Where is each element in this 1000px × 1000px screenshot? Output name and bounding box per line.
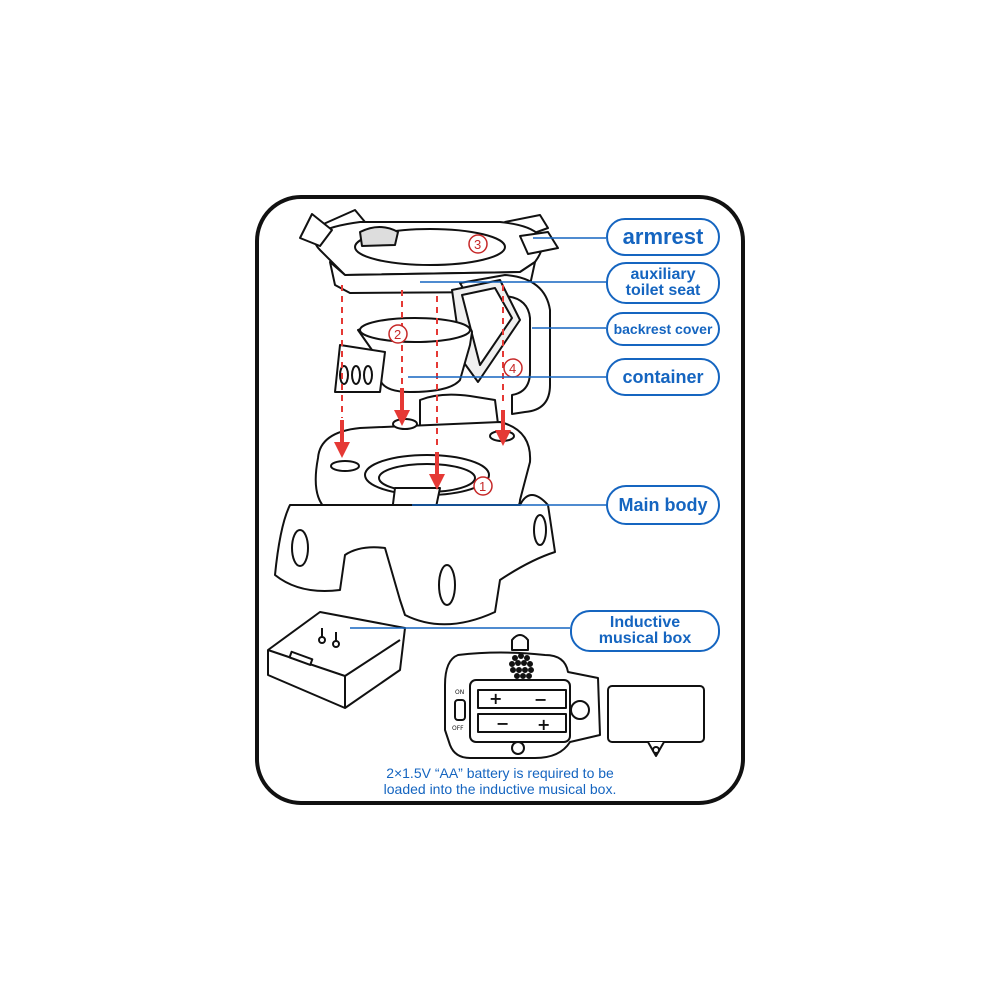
- step-number-3: 3: [474, 237, 481, 252]
- musical-box-open: [444, 634, 601, 759]
- battery-plus-top: +: [489, 689, 502, 708]
- battery-plus-bottom: +: [537, 715, 550, 734]
- main-body: [274, 393, 556, 626]
- assembly-arrows: [334, 388, 511, 490]
- callout-auxiliary-toilet-seat: auxiliary toilet seat: [606, 262, 720, 304]
- switch-on-label: ON: [455, 689, 464, 696]
- step-numbers: 1 2 3 4: [388, 234, 523, 496]
- callout-main-body: Main body: [606, 485, 720, 525]
- step-number-4: 4: [509, 361, 516, 376]
- battery-minus-top: −: [534, 690, 547, 709]
- battery-slot-top: [477, 689, 567, 709]
- callout-container: container: [606, 358, 720, 396]
- battery-slot-bottom: [477, 713, 567, 733]
- battery-caption: 2×1.5V “AA” battery is required to be lo…: [383, 765, 617, 797]
- power-switch: [454, 699, 466, 721]
- step-number-1: 1: [479, 479, 486, 494]
- musical-box-closed: [267, 611, 406, 709]
- callout-armrest: armrest: [606, 218, 720, 256]
- container: [334, 317, 473, 393]
- step-number-2: 2: [394, 327, 401, 342]
- backrest-cover: [451, 274, 551, 415]
- callout-backrest-cover: backrest cover: [606, 312, 720, 346]
- leader-lines: [350, 237, 606, 629]
- callout-inductive-musical-box: Inductive musical box: [570, 610, 720, 652]
- speaker-grille: [509, 653, 534, 679]
- battery-cover: [607, 685, 705, 757]
- battery-minus-bottom: −: [496, 714, 509, 733]
- armrest: [299, 213, 559, 255]
- switch-off-label: OFF: [452, 725, 464, 732]
